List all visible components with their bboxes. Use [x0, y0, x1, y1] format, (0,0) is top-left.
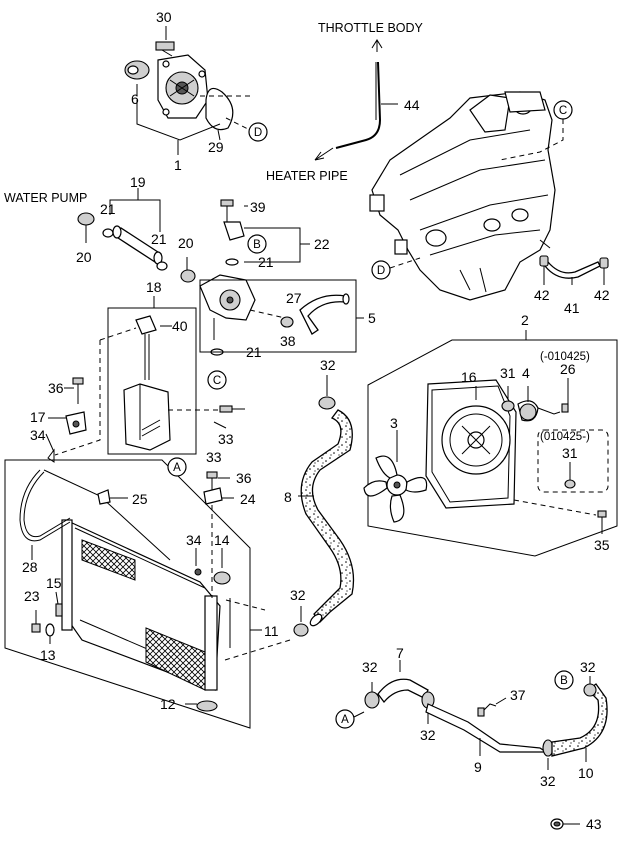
callout-8: 8: [284, 489, 292, 505]
coolant-reservoir: [54, 296, 245, 456]
callout-2: 2: [521, 312, 529, 328]
upper-radiator-hose: [293, 375, 355, 637]
callout-21-thermostat: 21: [246, 344, 262, 360]
callout-4: 4: [522, 365, 530, 381]
callout-16: 16: [461, 369, 477, 385]
callout-numbers: 30 6 29 1 44 19 21 21 20 20 39 22 21 18 …: [22, 9, 610, 832]
callout-37: 37: [510, 687, 526, 703]
callout-21-pump-left: 21: [100, 201, 116, 217]
callout-9: 9: [474, 759, 482, 775]
lower-hose-system: [351, 660, 608, 830]
callout-12: 12: [160, 696, 176, 712]
callout-10: 10: [578, 765, 594, 781]
callout-15: 15: [46, 575, 62, 591]
reference-D-engine: D: [371, 257, 421, 280]
bypass-hose-41: [539, 255, 609, 285]
callout-18: 18: [146, 279, 162, 295]
cooling-fan-blade: [363, 430, 428, 523]
callout-28: 28: [22, 559, 38, 575]
callout-32-radiator: 32: [290, 587, 306, 603]
callout-20-right: 20: [178, 235, 194, 251]
callout-21-fitting: 21: [258, 254, 274, 270]
reference-C-engine: C: [499, 100, 573, 161]
date-range-after: (010425-): [540, 431, 590, 443]
callout-42-right: 42: [594, 287, 610, 303]
callout-39: 39: [250, 199, 266, 215]
callout-44: 44: [404, 97, 420, 113]
callout-14: 14: [214, 532, 230, 548]
reference-C-thermostat: C: [207, 370, 227, 390]
fan-shroud-assembly: [363, 330, 618, 557]
callout-24: 24: [240, 491, 256, 507]
throttle-body-label: THROTTLE BODY: [318, 21, 424, 35]
svg-text:D: D: [254, 127, 262, 139]
callout-17: 17: [30, 409, 46, 425]
callout-32-lower-bottom: 32: [540, 773, 556, 789]
engine-block: [369, 91, 556, 301]
callout-5: 5: [368, 310, 376, 326]
date-range-before: (-010425): [540, 351, 590, 363]
callout-6: 6: [131, 91, 139, 107]
callout-32-upper: 32: [320, 357, 336, 373]
thermostat-housing: [199, 274, 364, 356]
callout-33-bottom: 33: [206, 449, 222, 465]
callout-1: 1: [174, 157, 182, 173]
callout-36-right: 36: [236, 470, 252, 486]
svg-text:C: C: [559, 105, 567, 117]
callout-34-radiator: 34: [186, 532, 202, 548]
svg-text:A: A: [173, 462, 181, 474]
callout-27: 27: [286, 290, 302, 306]
callout-31-box: 31: [562, 445, 578, 461]
heater-pipe-label: HEATER PIPE: [266, 169, 348, 183]
reference-D-pump: D: [248, 122, 268, 142]
callout-7: 7: [396, 645, 404, 661]
water-pump-inlet-pipe: [77, 188, 196, 283]
callout-22: 22: [314, 236, 330, 252]
callout-36-left: 36: [48, 380, 64, 396]
svg-text:A: A: [341, 714, 349, 726]
callout-32-lower-right: 32: [580, 659, 596, 675]
callout-20-left: 20: [76, 249, 92, 265]
radiator-core-top: [81, 539, 136, 581]
callout-42-left: 42: [534, 287, 550, 303]
svg-text:B: B: [560, 675, 568, 687]
callout-23: 23: [24, 588, 40, 604]
svg-text:C: C: [213, 375, 221, 387]
callout-13: 13: [40, 647, 56, 663]
callout-32-lower-left: 32: [362, 659, 378, 675]
heater-pipe-routing: [314, 39, 398, 161]
callout-11: 11: [264, 623, 279, 639]
callout-21-pump-right: 21: [151, 231, 167, 247]
radiator-assembly: [4, 459, 291, 729]
callout-32-lower-mid: 32: [420, 727, 436, 743]
reference-B-lower: B: [554, 670, 574, 690]
svg-text:D: D: [377, 265, 385, 277]
callout-25: 25: [132, 491, 148, 507]
callout-30: 30: [156, 9, 172, 25]
callout-38: 38: [280, 333, 296, 349]
reference-A-radiator: A: [167, 457, 187, 477]
callout-31-top: 31: [500, 365, 516, 381]
mount-bracket-left: [45, 377, 87, 463]
callout-26: 26: [560, 361, 576, 377]
callout-19: 19: [130, 174, 146, 190]
callout-33-top: 33: [218, 431, 234, 447]
reference-A-lower: A: [335, 709, 355, 729]
callout-43: 43: [586, 816, 602, 832]
callout-41: 41: [564, 300, 580, 316]
callout-34-left: 34: [30, 427, 46, 443]
callout-29: 29: [208, 139, 224, 155]
callout-3: 3: [390, 415, 398, 431]
svg-text:B: B: [253, 239, 261, 251]
fitting-assembly-22: [220, 199, 310, 266]
water-pump-label: WATER PUMP: [4, 191, 87, 205]
callout-40: 40: [172, 318, 188, 334]
water-pump-assembly: [124, 26, 251, 155]
callout-35: 35: [594, 537, 610, 553]
reference-B-fitting: B: [247, 234, 267, 254]
